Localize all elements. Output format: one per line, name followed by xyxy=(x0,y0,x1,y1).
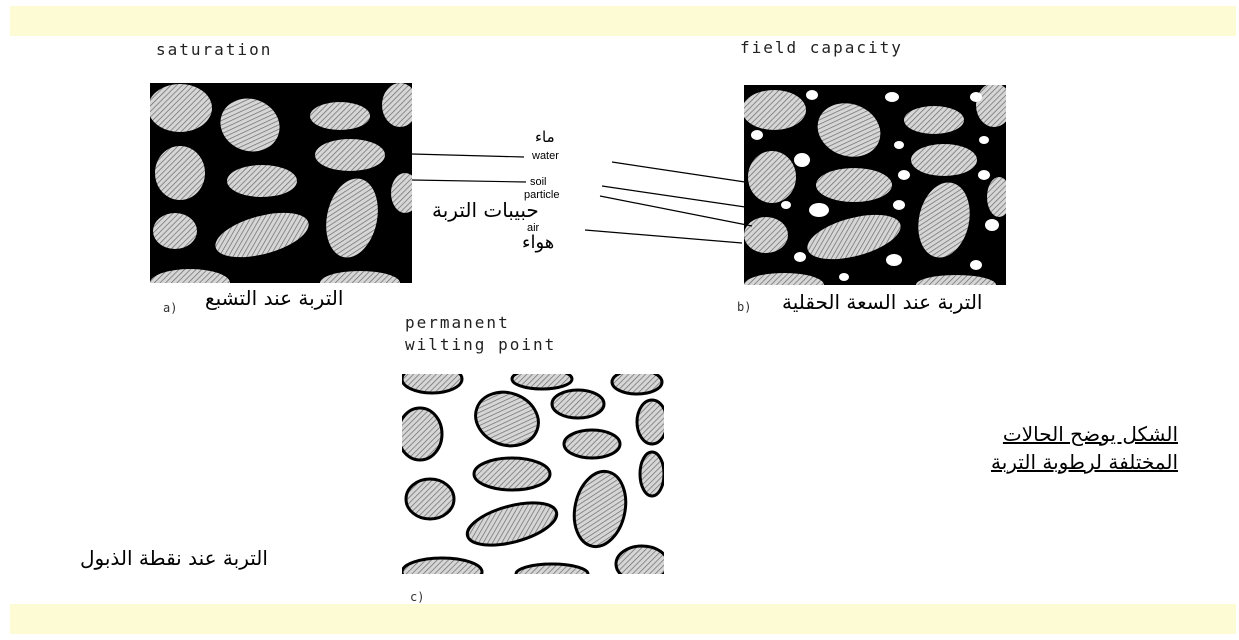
soil-grain xyxy=(474,458,550,490)
soil-grain xyxy=(616,546,664,574)
soil-pointer-left xyxy=(412,180,526,182)
soil-grain xyxy=(406,479,454,519)
soil-grain xyxy=(512,374,572,389)
soil-grain xyxy=(612,374,662,394)
soil-pointer-right-2 xyxy=(600,196,752,226)
caption-line-2: المختلفة لرطوبة التربة xyxy=(848,448,1178,476)
caption-line-1: الشكل يوضح الحالات xyxy=(848,420,1178,448)
soil-grain xyxy=(552,390,604,418)
wilting-title-line1: permanent xyxy=(405,313,510,332)
wilting-tag: c) xyxy=(410,590,424,604)
soil-grain xyxy=(516,564,588,574)
water-pointer-left xyxy=(412,154,524,157)
soil-grain xyxy=(564,430,620,458)
soil-grain xyxy=(637,400,664,444)
soil-grain xyxy=(402,408,442,460)
wilting-arabic-label: التربة عند نقطة الذبول xyxy=(80,546,268,570)
soil-grain xyxy=(640,452,664,496)
figure-caption: الشكل يوضح الحالات المختلفة لرطوبة الترب… xyxy=(848,420,1178,476)
water-pointer-right xyxy=(612,162,745,182)
air-pointer-right xyxy=(585,230,742,243)
wilting-point-diagram xyxy=(402,374,664,574)
soil-pointer-right xyxy=(602,186,752,208)
wilting-title-line2: wilting point xyxy=(405,335,556,354)
soil-grain xyxy=(402,374,462,393)
